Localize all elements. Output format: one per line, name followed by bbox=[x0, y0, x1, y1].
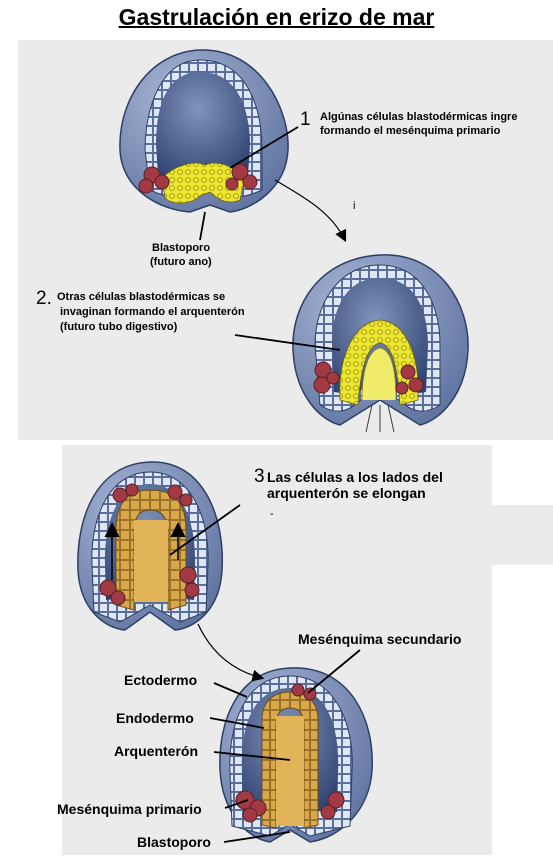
stray-mark-1: i bbox=[353, 200, 356, 212]
step-2-text-line1: Otras células blastodérmicas se bbox=[57, 291, 226, 303]
step-1-text-line1: Algúnas células blastodérmicas ingre bbox=[320, 111, 518, 123]
panel-background-side bbox=[492, 505, 553, 565]
leader-step2 bbox=[234, 334, 341, 351]
leader-endodermo bbox=[209, 717, 265, 729]
embryo-3-mesenchyme bbox=[99, 483, 200, 606]
embryo-stage-4 bbox=[219, 667, 373, 843]
step-3-text-line1: Las células a los lados del bbox=[267, 469, 443, 485]
leader-arquenteron bbox=[213, 751, 291, 761]
step-1-text-line2: formando el mesénquima primario bbox=[320, 125, 501, 137]
embryo-4-mesenchyme bbox=[235, 683, 345, 823]
leader-blastoporo-4 bbox=[223, 831, 291, 843]
label-mesenquima-secundario: Mesénquima secundario bbox=[298, 631, 462, 647]
embryo-stage-1 bbox=[119, 49, 289, 213]
embryo-stage-3 bbox=[77, 461, 224, 631]
step-1-number: 1 bbox=[300, 109, 311, 130]
leader-blastoporo-1 bbox=[199, 211, 206, 241]
embryo-1-mesenchyme bbox=[138, 163, 258, 194]
leader-mes-primario bbox=[224, 799, 249, 809]
embryo-1-yellow-plate bbox=[161, 162, 246, 204]
leader-ectodermo bbox=[213, 682, 248, 698]
label-mesenquima-primario: Mesénquima primario bbox=[57, 801, 202, 817]
arrow-stage3-to-4 bbox=[197, 623, 265, 682]
embryo-1-blastocoel bbox=[156, 72, 250, 177]
leader-step1 bbox=[229, 126, 299, 169]
step-2-number: 2. bbox=[36, 288, 52, 309]
step-3-number: 3 bbox=[254, 466, 265, 487]
label-blastoporo-4: Blastoporo bbox=[137, 834, 211, 850]
label-blastoporo-1: Blastoporo bbox=[152, 242, 211, 254]
leader-step3 bbox=[169, 504, 241, 556]
embryo-2-mesenchyme bbox=[313, 361, 424, 395]
page-title: Gastrulación en erizo de mar bbox=[118, 4, 435, 30]
leader-mes-secundario bbox=[307, 649, 361, 694]
step-3-text-line2: arquenterón se elongan bbox=[267, 485, 426, 501]
step-2-text-line2: invaginan formando el arquenterón bbox=[60, 306, 245, 318]
arrow-stage1-to-2 bbox=[274, 179, 347, 243]
step-2-text-line3: (futuro tubo digestivo) bbox=[60, 321, 178, 333]
label-endodermo: Endodermo bbox=[116, 710, 194, 726]
embryo-stage-2 bbox=[292, 254, 469, 433]
stray-mark-2: - bbox=[270, 508, 274, 520]
label-ectodermo: Ectodermo bbox=[124, 672, 198, 688]
label-arquenteron: Arquenterón bbox=[114, 743, 198, 759]
label-futuro-ano: (futuro ano) bbox=[150, 256, 212, 268]
